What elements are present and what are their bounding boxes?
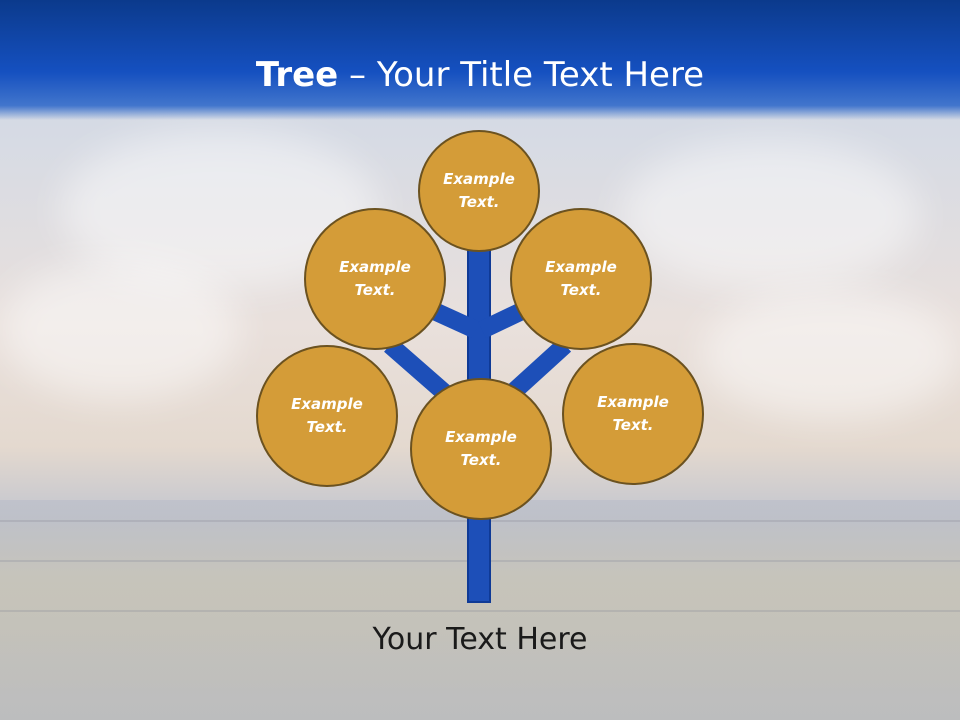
cloud-background [700,290,960,420]
title-text: – Your Title Text Here [338,55,705,95]
slide-title: Tree – Your Title Text Here [0,52,960,98]
cloud-background [620,140,920,290]
tree-node-upper-right: Example Text. [510,208,652,350]
tree-node-lower-left: Example Text. [256,345,398,487]
header-bar [0,0,960,120]
tree-node-center: Example Text. [410,378,552,520]
tree-node-lower-right: Example Text. [562,343,704,485]
title-bold: Tree [255,55,339,95]
tree-node-top: Example Text. [418,130,540,252]
footer-text: Your Text Here [372,622,588,657]
cloud-background [0,260,240,400]
tree-node-upper-left: Example Text. [304,208,446,350]
